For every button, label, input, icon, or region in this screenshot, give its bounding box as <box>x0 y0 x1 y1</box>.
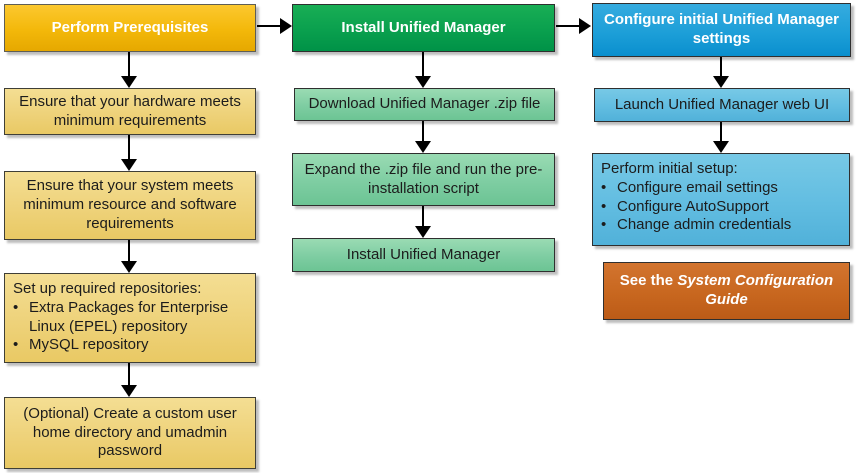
down-arrow <box>415 121 431 153</box>
header-perform-prerequisites: Perform Prerequisites <box>4 4 256 52</box>
step-title: Set up required repositories: <box>13 280 202 297</box>
down-arrow <box>713 122 729 153</box>
step-setup-repositories: Set up required repositories: • Extra Pa… <box>4 273 256 363</box>
step-optional-home-directory: (Optional) Create a custom user home dir… <box>4 397 256 469</box>
bullet-item: • Extra Packages for Enterprise Linux (E… <box>13 298 229 335</box>
note-guide-title: System Configuration Guide <box>677 272 834 308</box>
bullet-icon: • <box>601 178 607 196</box>
header-configure-initial-settings: Configure initial Unified Manager settin… <box>592 3 851 57</box>
bullet-item: • Configure email settings <box>601 178 778 196</box>
step-download-zip: Download Unified Manager .zip file <box>294 88 555 121</box>
step-hardware-requirements: Ensure that your hardware meets minimum … <box>4 88 256 135</box>
step-install-unified-manager: Install Unified Manager <box>292 238 555 272</box>
bullet-icon: • <box>13 298 19 316</box>
bullet-icon: • <box>601 216 607 234</box>
right-arrow <box>257 18 292 34</box>
step-initial-setup: Perform initial setup: • Configure email… <box>592 153 850 246</box>
down-arrow <box>121 363 137 397</box>
bullet-item: • Change admin credentials <box>601 216 792 234</box>
down-arrow <box>121 135 137 171</box>
down-arrow <box>121 240 137 273</box>
bullet-icon: • <box>13 336 19 354</box>
header-install-unified-manager: Install Unified Manager <box>292 4 555 52</box>
step-title: Perform initial setup: <box>601 160 738 177</box>
bullet-item: • MySQL repository <box>13 336 149 354</box>
step-system-requirements: Ensure that your system meets minimum re… <box>4 171 256 240</box>
step-expand-zip: Expand the .zip file and run the pre-ins… <box>292 153 555 206</box>
down-arrow <box>121 52 137 88</box>
note-prefix: See the <box>619 272 678 290</box>
down-arrow <box>415 206 431 238</box>
step-launch-web-ui: Launch Unified Manager web UI <box>594 88 850 122</box>
down-arrow <box>713 57 729 88</box>
down-arrow <box>415 52 431 88</box>
bullet-item: • Configure AutoSupport <box>601 197 769 215</box>
bullet-icon: • <box>601 197 607 215</box>
right-arrow <box>556 18 591 34</box>
note-system-configuration-guide: See the System Configuration Guide <box>603 262 850 320</box>
